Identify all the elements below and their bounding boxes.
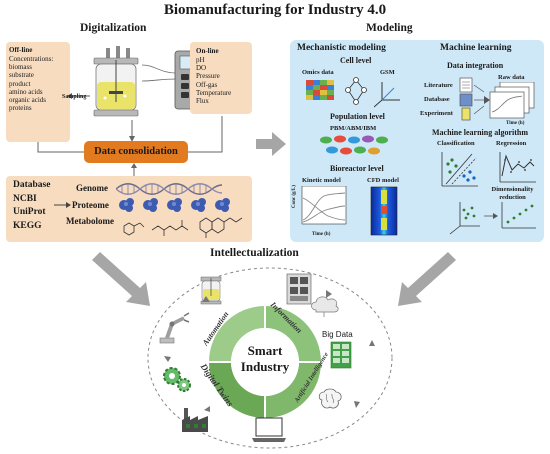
offline-list: Concentrations: biomass substrate produc… (9, 55, 53, 112)
metabolic-network-icon (345, 77, 367, 105)
mechanistic-title: Mechanistic modeling (297, 43, 386, 53)
offline-item: substrate (9, 71, 34, 80)
population-cells-icon (320, 135, 388, 155)
database-item: KEGG (13, 220, 42, 231)
arrow-right-down (398, 252, 456, 306)
main-title: Biomanufacturing for Industry 4.0 (163, 2, 387, 18)
brain-icon (318, 388, 342, 409)
online-item: Off-gas (196, 80, 218, 89)
omics-metabolome-label: Metabolome (66, 216, 114, 226)
offline-box: Off-line Concentrations: biomass substra… (6, 42, 70, 142)
data-consolidation-pill: Data consolidation (84, 141, 188, 163)
data-source-icons (459, 77, 490, 121)
omics-data-label: Omics data (302, 69, 334, 76)
cable-lines (141, 64, 177, 82)
dna-icon (116, 183, 222, 195)
big-data-icon (330, 341, 352, 369)
outer-dashed-ring (147, 267, 393, 449)
pbm-label: PBM/ABM/IBM (330, 125, 377, 132)
digitalization-title: Digitalization (80, 22, 147, 34)
data-integration-label: Data integration (447, 61, 504, 70)
big-data-label: Big Data (322, 330, 353, 339)
classification-plot (441, 152, 478, 187)
bioreactor-icon (93, 46, 139, 117)
smart-industry-ring (209, 306, 321, 418)
database-label: Database (424, 96, 450, 103)
db-up-arrow (131, 163, 137, 177)
metabolite-icons (123, 217, 243, 238)
online-item: DO (196, 64, 207, 73)
protein-icons (119, 198, 230, 212)
ml-title: Machine learning (440, 43, 512, 53)
database-item: Database (13, 180, 51, 190)
database-item: NCBI (13, 193, 37, 204)
robot-arm-icon (159, 312, 190, 344)
cfd-model-label: CFD model (367, 177, 399, 184)
omics-heatmap-icon (306, 80, 334, 100)
axes-3d-icon (374, 82, 400, 108)
offline-item: proteins (9, 104, 32, 113)
modeling-title: Modeling (366, 22, 413, 34)
online-item: pH (196, 56, 205, 64)
bioreactor-level-label: Bioreactor level (330, 164, 384, 173)
laptop-icon (252, 417, 286, 442)
offline-item: product (9, 79, 31, 88)
bioreactor-small-icon (200, 276, 222, 305)
online-list: pH DO Pressure Off-gas Temperature Flux (196, 56, 231, 105)
sampling-arrow (67, 93, 90, 99)
raw-data-sheets (489, 82, 535, 119)
arrow-to-modeling (256, 132, 286, 156)
time-axis-label-kinetic: Time (h) (312, 232, 331, 237)
dimensionality-reduction-label: Dimensionality reduction (491, 186, 534, 201)
db-right-arrow (54, 202, 71, 208)
kinetic-model-plot (301, 186, 347, 225)
database-item: UniProt (13, 207, 46, 217)
arrow-left-down (92, 252, 150, 306)
intellectualization-title: Intellectualization (210, 247, 299, 259)
offline-item: Concentrations: (9, 55, 54, 63)
time-axis-label-raw: Time (h) (506, 121, 525, 126)
smart-industry-center: Smart Industry (240, 343, 290, 374)
gears-icon (163, 367, 191, 392)
offline-item: amino acids (9, 87, 43, 96)
offline-item: organic acids (9, 96, 46, 105)
kinetic-model-label: Kinetic model (302, 177, 341, 184)
control-panel-icon (286, 273, 312, 305)
cell-level-label: Cell level (340, 56, 372, 65)
population-level-label: Population level (330, 112, 385, 121)
online-item: Pressure (196, 72, 220, 81)
literature-label: Literature (424, 82, 453, 89)
omics-genome-label: Genome (76, 183, 108, 193)
cloud-icon (311, 296, 339, 317)
omics-proteome-label: Proteome (72, 200, 109, 210)
classification-label: Classification (437, 140, 475, 147)
online-box: On-line pH DO Pressure Off-gas Temperatu… (190, 42, 252, 114)
online-item: Flux (196, 97, 209, 106)
factory-icon (182, 408, 208, 432)
cfd-model-icon (370, 186, 398, 236)
experiment-label: Experiment (420, 110, 453, 117)
database-list: Database NCBI UniProt KEGG (13, 179, 50, 233)
gsm-label: GSM (380, 69, 395, 76)
raw-data-label: Raw data (498, 74, 525, 81)
conc-axis-label: Conc (g/L) (292, 185, 297, 208)
regression-label: Regression (496, 140, 527, 147)
ring-flow-arrows (164, 290, 375, 412)
dimensionality-reduction-plot (449, 202, 536, 235)
regression-plot (499, 152, 536, 183)
online-label: On-line (196, 47, 219, 55)
sampling-label: Sampling (62, 94, 87, 100)
online-item: Temperature (196, 88, 232, 97)
ml-algorithm-label: Machine learning algorithm (432, 128, 528, 137)
offline-item: biomass (9, 63, 32, 72)
offline-label: Off-line (9, 46, 33, 54)
